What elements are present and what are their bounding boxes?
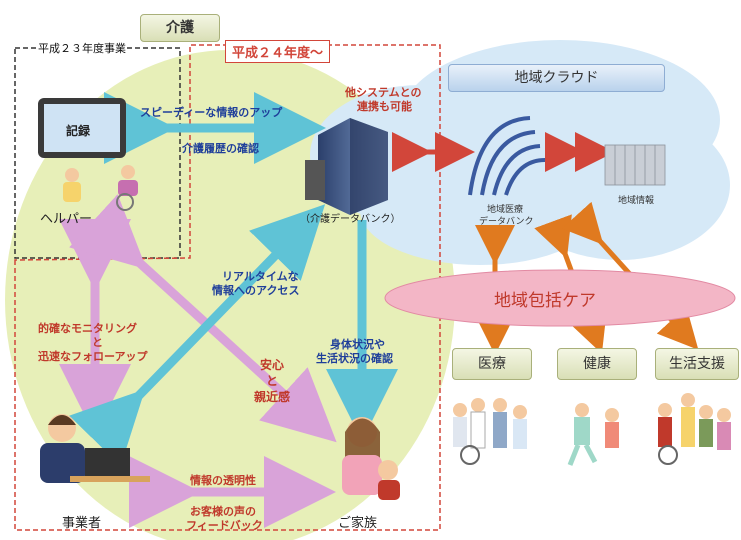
tablet-icon: [38, 98, 126, 158]
life-support-people-icon: [658, 393, 731, 465]
kaigo-bank-label: （介護データバンク）: [300, 214, 401, 225]
regional-bank-line2: データバンク: [479, 217, 534, 227]
record-label: 記録: [66, 124, 91, 138]
feedback-line1: お客様の声の: [190, 505, 256, 518]
monitoring-line3: 迅速なフォローアップ: [38, 350, 148, 363]
service-life-support: 生活支援: [655, 348, 739, 380]
medical-people-icon: [453, 398, 527, 465]
service-medical: 医療: [452, 348, 532, 380]
anshin-line1: 安心: [260, 358, 285, 372]
business-label: 事業者: [62, 516, 102, 531]
body-status-line1: 身体状況や: [330, 338, 385, 351]
helper-people-icon: [63, 165, 138, 211]
fy24-label: 平成２４年度〜: [225, 40, 331, 63]
care-ellipse: [384, 269, 736, 327]
anshin-line3: 親近感: [254, 390, 291, 404]
care-history-label: 介護履歴の確認: [182, 142, 259, 155]
anshin-line2: と: [266, 374, 279, 388]
business-person-icon: [40, 414, 150, 483]
health-people-icon: [567, 403, 619, 466]
office-building-icon: [305, 118, 388, 215]
cloud-title: 地域クラウド: [448, 64, 665, 92]
family-icon: [342, 417, 400, 500]
family-label: ご家族: [338, 516, 378, 531]
regional-bank-icon: [468, 116, 546, 196]
monitoring-line1: 的確なモニタリング: [38, 322, 137, 335]
care-label: 地域包括ケア: [494, 291, 596, 311]
feedback-line2: フィードバック: [186, 519, 263, 532]
monitoring-line2: と: [92, 336, 103, 349]
other-systems-line2: 連携も可能: [357, 100, 412, 113]
server-rack-icon: [604, 144, 666, 186]
speedy-info-label: スピーディーな情報のアップ: [140, 106, 283, 119]
kaigo-tag: 介護: [140, 14, 220, 42]
regional-info-label: 地域情報: [618, 196, 655, 206]
other-systems-line1: 他システムとの: [345, 86, 422, 99]
regional-bank-line1: 地域医療: [487, 205, 524, 215]
realtime-line1: リアルタイムな: [222, 270, 299, 283]
body-status-line2: 生活状況の確認: [316, 352, 393, 365]
service-health: 健康: [557, 348, 637, 380]
realtime-line2: 情報へのアクセス: [212, 284, 300, 297]
fy23-label: 平成２３年度事業: [38, 40, 126, 56]
helper-label: ヘルパー: [40, 212, 93, 227]
transparency-label: 情報の透明性: [190, 474, 256, 487]
